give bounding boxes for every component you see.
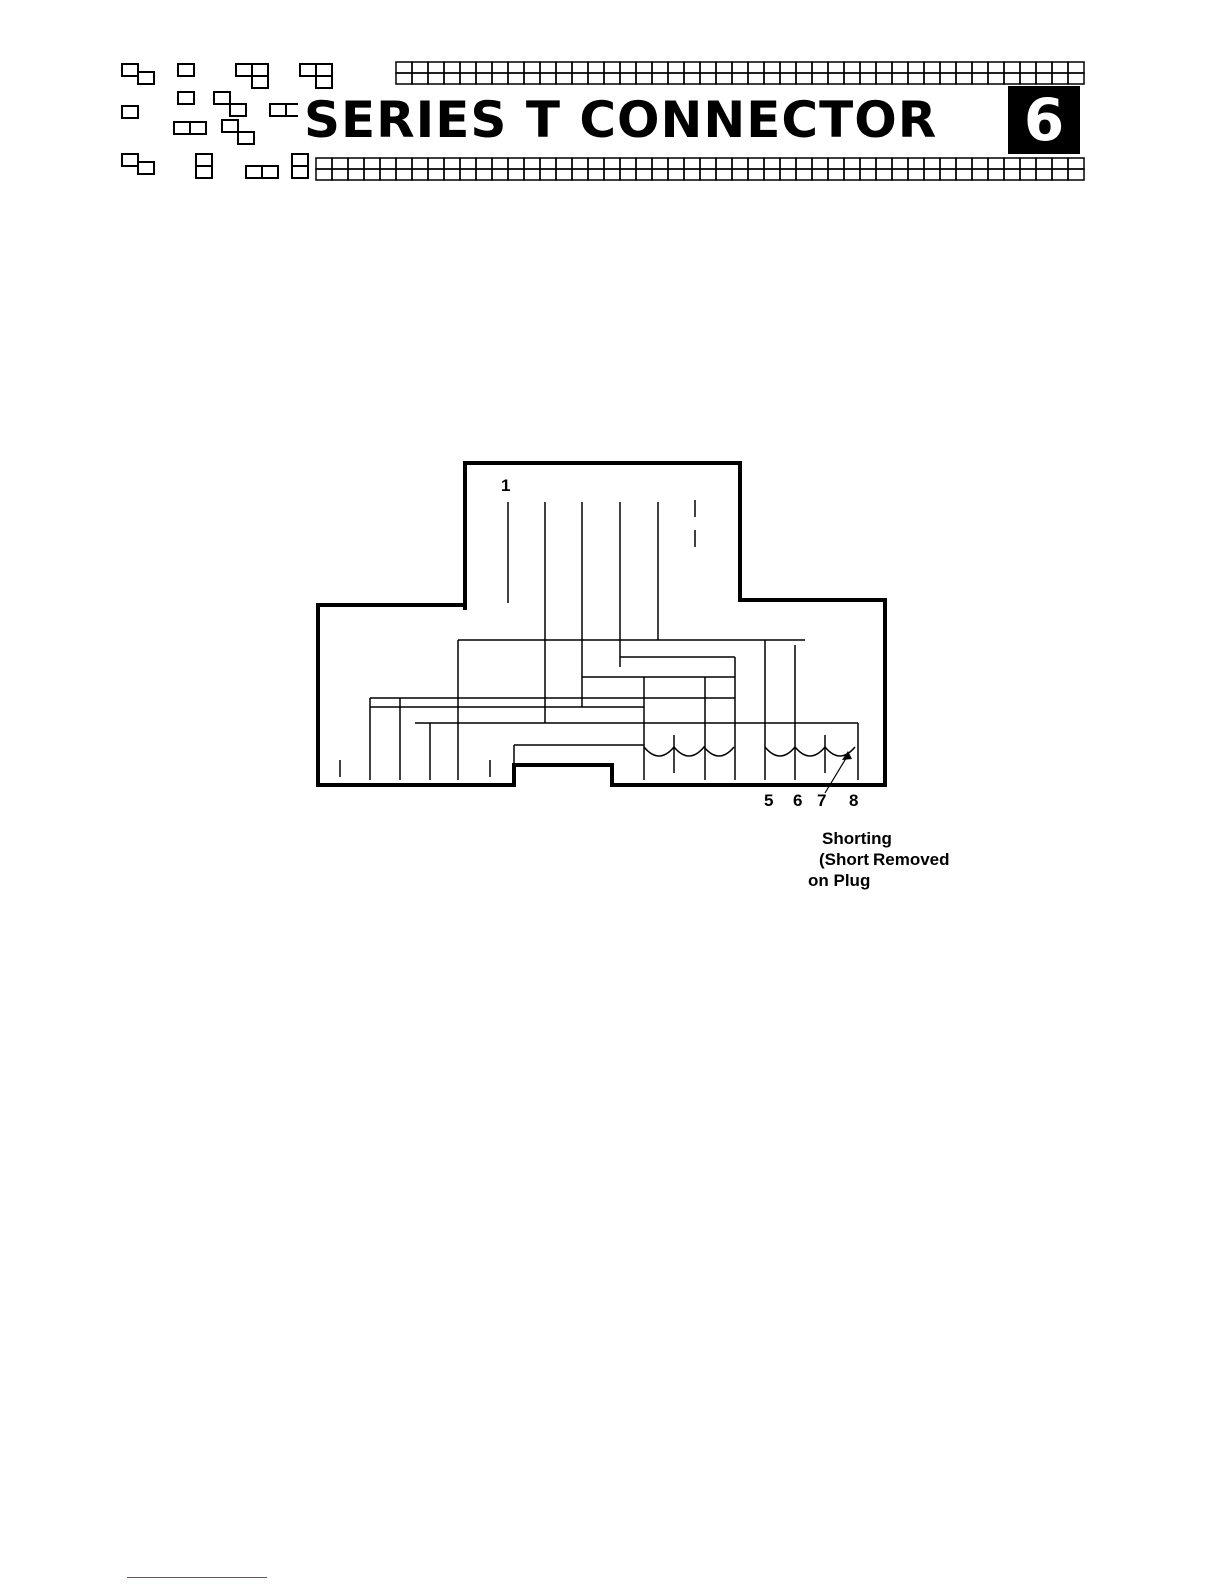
chapter-number-badge: 6 [1008,86,1080,154]
connector-outline [300,455,900,795]
shorting-bar [644,735,855,773]
callout-text: on Plug [808,872,870,890]
page-title: SERIES T CONNECTOR [298,90,943,150]
callout-text: Shorting [822,830,892,848]
footer-rule [127,1577,267,1578]
pin-label: 5 [764,792,773,810]
connector-diagram: 1 [300,455,900,800]
callout-leaders [770,755,848,795]
pin-label: 1 [501,477,510,495]
pin-label: 6 [793,792,802,810]
callout-text: Removed [873,851,950,869]
pin-label: 8 [849,792,858,810]
callout-text: (Short [819,851,869,869]
pin-label: 7 [817,792,826,810]
connector-body-top [318,463,885,785]
chapter-header: SERIES T CONNECTOR 6 [116,58,1086,188]
